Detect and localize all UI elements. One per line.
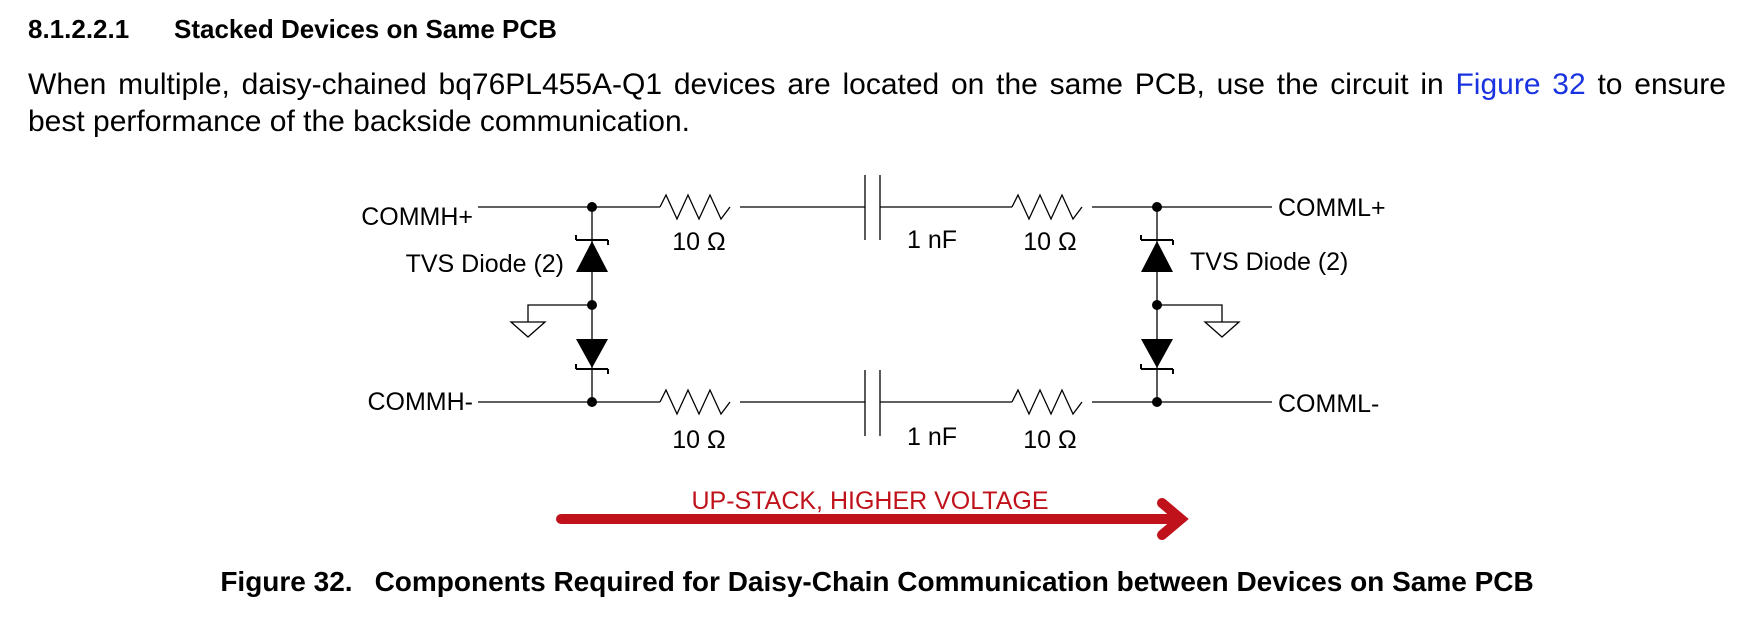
junction-dot bbox=[1152, 202, 1162, 212]
section-heading: 8.1.2.2.1 Stacked Devices on Same PCB bbox=[28, 14, 557, 45]
body-paragraph: When multiple, daisy-chained bq76PL455A-… bbox=[28, 66, 1726, 140]
junction-dot bbox=[587, 202, 597, 212]
right-ground-icon bbox=[1203, 321, 1241, 338]
paragraph-text-after: to ensure best performance of the backsi… bbox=[28, 68, 1726, 138]
section-number: 8.1.2.2.1 bbox=[28, 14, 130, 44]
arrow-label: UP-STACK, HIGHER VOLTAGE bbox=[692, 487, 1049, 515]
c-bot-label: 1 nF bbox=[907, 423, 957, 451]
tvs-right-label: TVS Diode (2) bbox=[1190, 248, 1348, 276]
bottom-resistor-right bbox=[1011, 388, 1083, 416]
top-capacitor bbox=[864, 175, 881, 240]
c-top-label: 1 nF bbox=[907, 226, 957, 254]
r-top-right-label: 10 Ω bbox=[1023, 228, 1076, 256]
section-title: Stacked Devices on Same PCB bbox=[174, 14, 557, 44]
junction-dots bbox=[587, 202, 1162, 407]
junction-dot bbox=[587, 397, 597, 407]
paragraph-text-before: When multiple, daisy-chained bq76PL455A-… bbox=[28, 68, 1456, 101]
r-top-left-label: 10 Ω bbox=[672, 228, 725, 256]
circuit-diagram: COMMH+ COMMH- COMML+ COMML- TVS Diode (2… bbox=[361, 175, 1386, 540]
junction-dot bbox=[1152, 397, 1162, 407]
commh-plus-label: COMMH+ bbox=[361, 203, 473, 231]
junction-dot bbox=[587, 300, 597, 310]
r-bot-left-label: 10 Ω bbox=[672, 426, 725, 454]
caption-number: Figure 32. bbox=[220, 566, 353, 597]
comml-plus-label: COMML+ bbox=[1278, 194, 1386, 222]
right-ground-wire bbox=[1157, 304, 1223, 322]
top-resistor-right bbox=[1011, 193, 1083, 221]
r-bot-right-label: 10 Ω bbox=[1023, 426, 1076, 454]
junction-dot bbox=[1152, 300, 1162, 310]
figure-link[interactable]: Figure 32 bbox=[1455, 68, 1586, 101]
bottom-resistor-left bbox=[659, 388, 731, 416]
up-stack-arrow-icon bbox=[556, 498, 1189, 540]
top-resistor-left bbox=[659, 193, 731, 221]
left-tvs-diode-icon bbox=[575, 235, 609, 374]
left-ground-wire bbox=[527, 304, 592, 322]
figure-caption: Figure 32. Components Required for Daisy-… bbox=[0, 566, 1754, 598]
commh-minus-label: COMMH- bbox=[367, 388, 473, 416]
tvs-left-label: TVS Diode (2) bbox=[406, 250, 564, 278]
caption-title: Components Required for Daisy-Chain Comm… bbox=[374, 566, 1534, 597]
right-tvs-diode-icon bbox=[1140, 235, 1174, 374]
left-ground-icon bbox=[509, 321, 547, 338]
bottom-capacitor bbox=[864, 370, 881, 436]
comml-minus-label: COMML- bbox=[1278, 390, 1379, 418]
